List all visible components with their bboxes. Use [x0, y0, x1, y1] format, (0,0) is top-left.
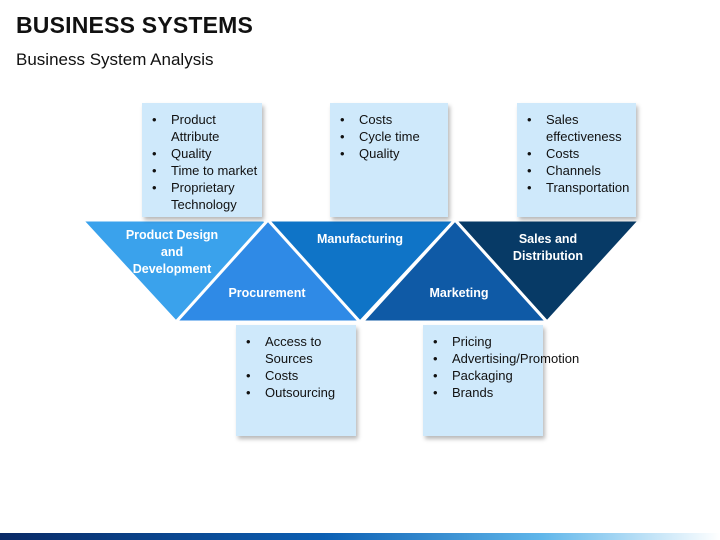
stage-shape-procurement — [174, 218, 362, 324]
list-item: Costs — [527, 145, 632, 162]
slide-subtitle: Business System Analysis — [16, 50, 214, 69]
list-item: Access to Sources — [246, 333, 352, 367]
list-item: Costs — [246, 367, 352, 384]
stage-label-sales-distribution: Sales and Distribution — [512, 232, 584, 263]
list-item: Channels — [527, 162, 632, 179]
list-item: Advertising/Promotion — [433, 350, 579, 367]
list-item: Brands — [433, 384, 539, 401]
list-item: Quality — [152, 145, 258, 162]
info-box-manufacturing: Costs Cycle time Quality — [330, 103, 448, 217]
list-item: Time to market — [152, 162, 258, 179]
stage-label-marketing: Marketing — [429, 286, 489, 300]
list-item: Outsourcing — [246, 384, 352, 401]
list-item: Proprietary Technology — [152, 179, 258, 213]
info-box-product-design: Product Attribute Quality Time to market… — [142, 103, 262, 217]
info-box-procurement: Access to Sources Costs Outsourcing — [236, 325, 356, 436]
list-item: Costs — [340, 111, 444, 128]
stage-label-product-design: Product Design and Development — [125, 228, 219, 276]
list-item: Sales effectiveness — [527, 111, 632, 145]
info-box-marketing: Pricing Advertising/Promotion Packaging … — [423, 325, 579, 436]
footer-gradient-bar — [0, 533, 720, 540]
list-item: Packaging — [433, 367, 539, 384]
stage-label-procurement: Procurement — [228, 286, 306, 300]
list-item: Quality — [340, 145, 444, 162]
list-item: Transportation — [527, 179, 632, 196]
info-box-sales-distribution: Sales effectiveness Costs Channels Trans… — [517, 103, 636, 217]
list-item: Product Attribute — [152, 111, 258, 145]
stage-label-manufacturing: Manufacturing — [316, 232, 404, 246]
slide-title: BUSINESS SYSTEMS — [16, 12, 254, 38]
list-item: Pricing — [433, 333, 539, 350]
stage-shape-marketing — [360, 218, 549, 324]
list-item: Cycle time — [340, 128, 444, 145]
